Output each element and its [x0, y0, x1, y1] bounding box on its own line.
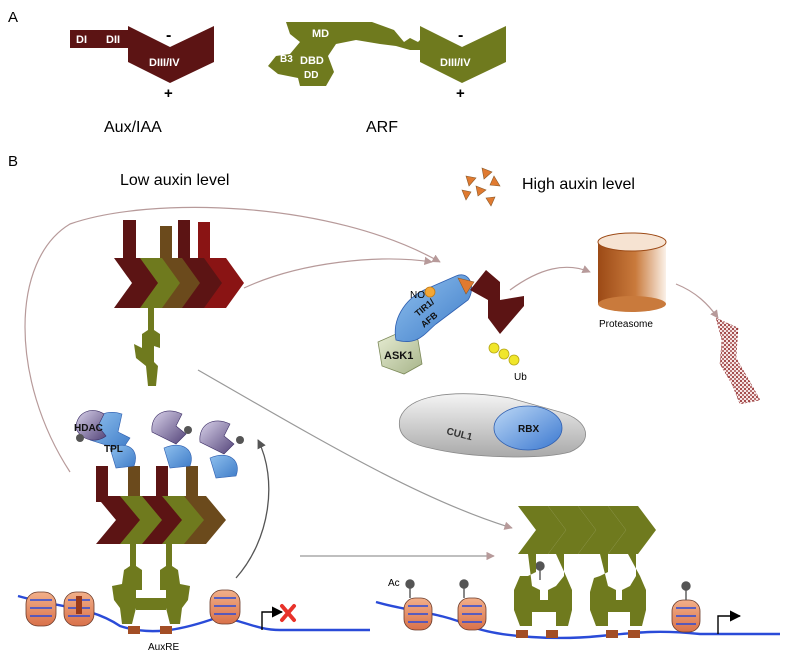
ask1-label: ASK1 [384, 350, 413, 362]
auxiaa-arf-heteromer-cytosol [114, 220, 244, 386]
auxiaa-domain-structure: DI DII DIII/IV - + [70, 26, 214, 102]
arf-b3-domain: B3 [280, 54, 293, 65]
dna-strand-right [375, 600, 780, 640]
panel-b-label: B [8, 153, 18, 170]
auxin-bound-icon [457, 277, 475, 295]
rbx-subunit [493, 405, 563, 451]
arf-dbd-domain: DBD [300, 55, 324, 67]
hdac-tpl-corepressor: HDAC TPL [74, 410, 136, 469]
tpl-corepressor-3 [199, 420, 244, 479]
auxre-element-6 [628, 630, 640, 638]
arf-minus-sign: - [458, 27, 463, 44]
tpl-corepressor-2 [151, 410, 192, 469]
tpl-label: TPL [104, 444, 123, 455]
auxre-label: AuxRE [148, 642, 179, 653]
hdac-label: HDAC [74, 423, 103, 434]
ub-label: Ub [514, 372, 527, 383]
auxre-element-2 [160, 626, 172, 634]
auxiaa-caption: Aux/IAA [104, 119, 162, 136]
nucleosome-left-1 [25, 591, 57, 627]
auxiaa-degron-bound [470, 270, 524, 334]
pathway-arrows [24, 206, 719, 473]
to-receptor-arrow [243, 256, 433, 289]
ubiquitin-1-icon [488, 342, 500, 354]
to-activation-arrow [197, 369, 513, 530]
active-promoter: Ac [375, 506, 780, 640]
proteasome-icon [597, 232, 667, 312]
auxin-molecules-icon [461, 167, 501, 207]
arf-caption: ARF [366, 119, 398, 136]
rbx-label: RBX [518, 424, 539, 435]
ac-label: Ac [388, 578, 400, 589]
no-label: NO [410, 290, 425, 301]
auxiaa-domain-i: DI [76, 34, 87, 46]
arf-md-domain: MD [312, 28, 329, 40]
arf-oligomer-active [514, 506, 656, 626]
nucleosome-right-2 [457, 597, 487, 631]
high-auxin-label: High auxin level [522, 176, 635, 193]
aux-iaa-recycle-arrow [24, 206, 441, 473]
arf-domain-structure: MD B3 DBD DD DIII/IV - + [268, 22, 506, 102]
tss-arrow-left [261, 606, 284, 630]
repressed-promoter: AuxRE [17, 410, 370, 653]
nucleosome-left-3 [209, 589, 241, 625]
auxre-element-3 [516, 630, 528, 638]
ubiquitin-2-icon [498, 348, 510, 360]
panel-a-label: A [8, 9, 18, 26]
nucleosome-left-2 [63, 591, 95, 627]
arf-dd-domain: DD [304, 70, 318, 81]
proteasome-label: Proteasome [599, 319, 653, 330]
nucleosome-right-3 [671, 599, 701, 633]
nucleosome-right-1 [403, 597, 433, 631]
auxiaa-minus-sign: - [166, 27, 171, 44]
acetyl-marks [405, 561, 691, 600]
arf-dimer-repressed [112, 540, 190, 624]
low-auxin-label: Low auxin level [120, 172, 229, 189]
arf-domain-iii-iv: DIII/IV [440, 57, 471, 69]
auxiaa-plus-sign: + [164, 85, 173, 102]
ubiquitin-3-icon [508, 354, 520, 366]
auxiaa-arf-heteromer-chromatin [96, 466, 226, 544]
auxiaa-domain-ii: DII [106, 34, 120, 46]
auxiaa-domain-iii-iv: DIII/IV [149, 57, 180, 69]
to-proteasome-arrow [509, 265, 591, 291]
auxre-element-4 [546, 630, 558, 638]
degradation-arrow [675, 283, 719, 319]
auxre-element-1 [128, 626, 140, 634]
degraded-auxiaa-fragments [715, 317, 761, 405]
scf-tir1-complex: CUL1 RBX ASK1 TIR1/ AFB NO Ub [377, 270, 586, 458]
tss-arrow-right [717, 610, 742, 634]
repressed-x-icon [280, 604, 296, 622]
no-modification-icon [424, 286, 436, 298]
tir1-afb-receptor [394, 274, 472, 342]
arf-plus-sign: + [456, 85, 465, 102]
corepressor-release-arrow [235, 439, 270, 579]
auxre-element-5 [606, 630, 618, 638]
